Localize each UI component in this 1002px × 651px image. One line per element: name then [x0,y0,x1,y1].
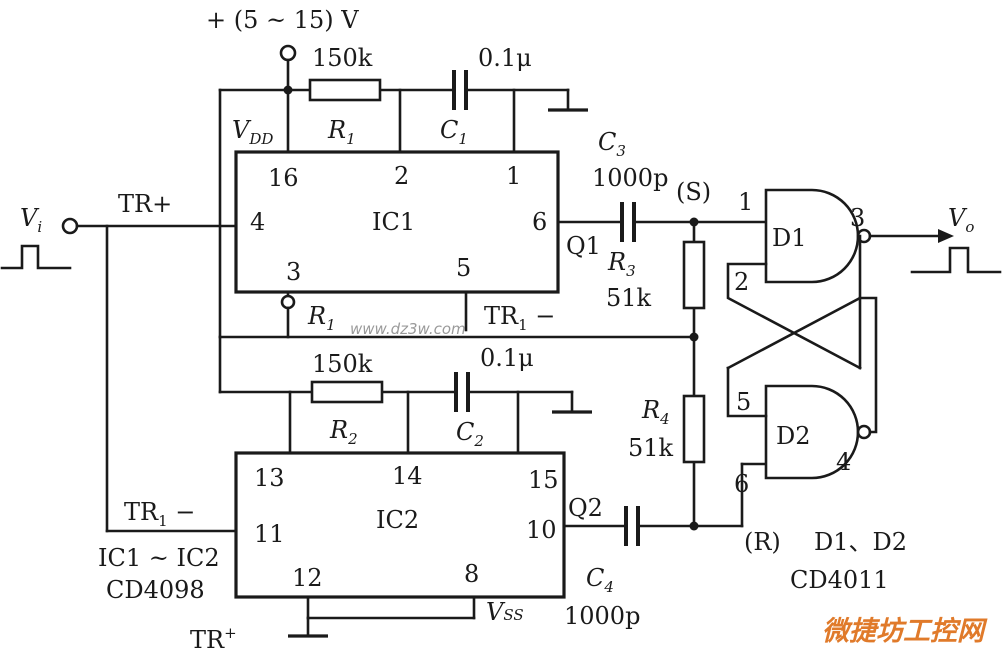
r1-pin3-label: R1 [307,302,336,334]
supply-label: + (5 ~ 15) V [206,6,359,34]
vo-label: Vo [948,204,974,236]
q1-label: Q1 [566,232,601,260]
ic2-name: IC2 [376,506,419,534]
middle-rails [218,335,696,394]
r4-value: 51k [628,434,674,462]
ic1-pin2: 2 [394,162,409,190]
ic2-pin14: 14 [392,462,423,490]
r3-r4-ladder [689,220,699,528]
ic2-pin13: 13 [254,464,285,492]
d1-out: 3 [850,204,865,232]
c2-value: 0.1μ [480,344,534,372]
ic1-pin3-terminal [280,290,296,339]
ic1-pin5: 5 [456,254,471,282]
ic1-name: IC1 [372,208,415,236]
watermark: www.dz3w.com [350,320,466,338]
ic1-pin3: 3 [286,258,301,286]
r1-label: R1 [327,116,356,148]
ic2-pin15: 15 [528,466,559,494]
c4-value: 1000p [564,602,640,630]
gates-part: CD4011 [790,566,889,594]
c1-capacitor [452,70,468,110]
r-label: (R) [744,528,781,556]
vo-pulse-icon [910,246,1002,274]
ic2-bottom-wires [306,595,476,636]
r1-value: 150k [312,44,373,72]
supply-terminal [279,44,297,154]
r2-value: 150k [312,350,373,378]
c3-capacitor [620,202,636,242]
r1-resistor [308,78,382,102]
d2-output-bubble [856,424,872,440]
d1-name: D1 [772,224,807,252]
tr1-minus-ic1: TR1 − [484,302,555,334]
q2-to-d2-wires [562,462,768,531]
c1-value: 0.1μ [478,44,532,72]
ic1-pin16: 16 [268,164,299,192]
ic-part: CD4098 [106,576,205,604]
vi-label: Vi [20,204,42,236]
ic1-pin1: 1 [506,162,521,190]
r3-label: R3 [607,248,636,280]
gates-note: D1、D2 [814,528,907,556]
brand-watermark: 微捷坊工控网 [822,616,988,647]
ic1-pin6: 6 [532,208,547,236]
tr-plus-label: TR+ [118,190,172,218]
s-label: (S) [676,178,711,206]
vi-terminal [61,217,238,533]
tr1-minus-ic2: TR1 − [124,498,195,530]
vi-pulse-icon [0,244,72,270]
cross-coupling-wires [726,234,940,434]
ic2-pin8: 8 [464,560,479,588]
tr-plus-bottom: TR+ [190,624,237,651]
vdd-label: VDD [232,116,273,148]
c4-label: C4 [586,564,614,596]
c2-capacitor [454,372,470,412]
ic-note: IC1 ~ IC2 [98,544,220,572]
c3-value: 1000p [592,164,668,192]
r4-resistor [682,394,706,464]
c2-label: C2 [456,418,484,450]
d2-name: D2 [776,422,811,450]
ic2-pin10: 10 [526,516,557,544]
r4-label: R4 [641,396,670,428]
ic2-pin12: 12 [292,564,323,592]
top-rc-wires [218,88,570,154]
ic1-pin4: 4 [250,208,265,236]
r3-value: 51k [606,284,652,312]
r3-resistor [682,240,706,310]
q2-label: Q2 [568,494,603,522]
ic2-pin11: 11 [254,520,285,548]
c3-label: C3 [598,128,626,160]
output-arrow-icon [938,229,954,243]
c1-label: C1 [440,116,468,148]
d1-in1: 1 [738,188,753,216]
vss-label: VSS [486,598,524,626]
d2-in6: 6 [734,470,749,498]
bottom-rc-wires [218,390,574,455]
d1-in2: 2 [734,268,749,296]
c4-capacitor [624,506,640,546]
r2-resistor [310,380,384,404]
r2-label: R2 [329,416,358,448]
d2-out: 4 [836,448,851,476]
d2-in5: 5 [736,388,751,416]
